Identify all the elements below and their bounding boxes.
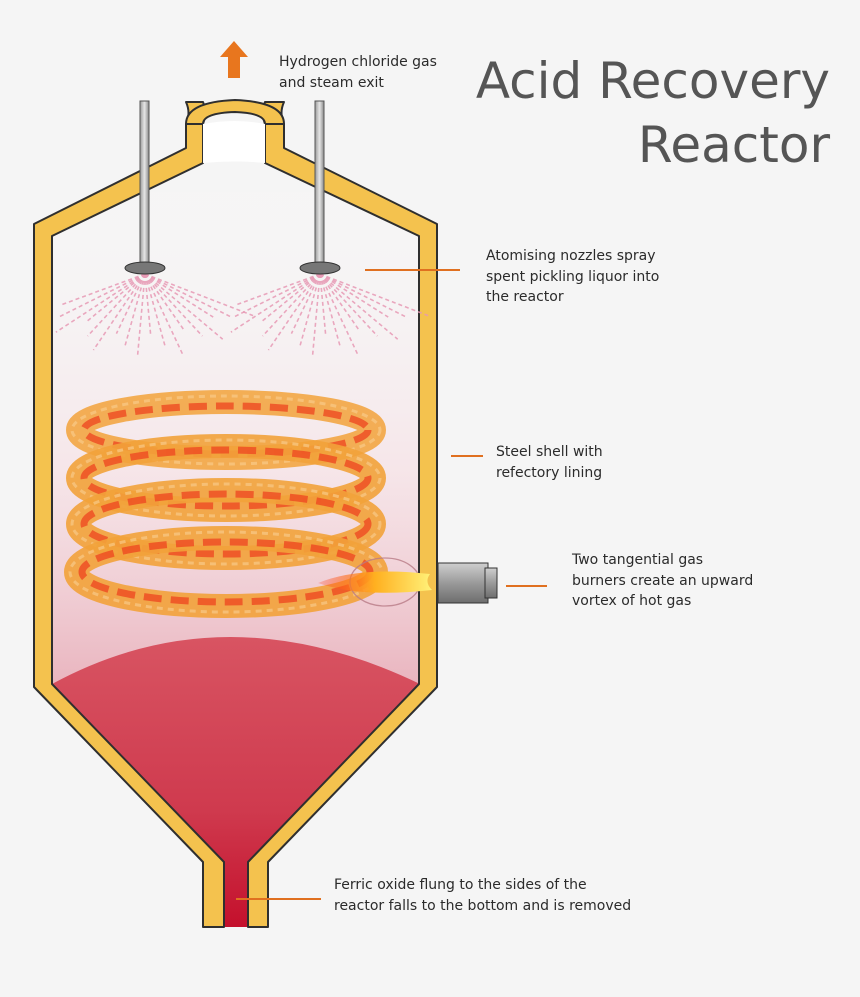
spray-droplet-stream: [319, 273, 408, 319]
spray-droplet-stream: [319, 273, 429, 317]
vortex-ring-glow: [70, 394, 382, 466]
label-ferric-oxide: Ferric oxide flung to the sides of the r…: [334, 875, 631, 916]
spray-droplet-stream: [62, 273, 146, 306]
vortex-ring-glow: [70, 438, 382, 518]
label-ferric-oxide-line: reactor falls to the bottom and is remov…: [334, 897, 632, 914]
burner-flame: [318, 571, 432, 593]
vortex-ring-inner: [80, 446, 372, 510]
spray-droplet-stream: [124, 273, 146, 347]
spray-droplet-stream: [237, 273, 321, 306]
ferric-oxide-liquid: [52, 637, 420, 927]
spray-droplet-stream: [299, 273, 321, 347]
label-steel-shell-line: refectory lining: [496, 464, 603, 481]
spray-droplet-stream: [87, 273, 146, 337]
label-ferric-oxide-line: Ferric oxide flung to the sides of the: [334, 877, 587, 893]
diagram-title-line-2: Reactor: [637, 116, 830, 174]
spray-droplet-stream: [230, 273, 321, 333]
spray-droplet-stream: [144, 273, 184, 355]
spray-droplet-stream: [144, 273, 166, 347]
label-atomising-nozzles-line: the reactor: [486, 289, 564, 305]
vortex-ring-inner: [80, 490, 372, 558]
spray-droplet-stream: [144, 273, 186, 332]
exit-throat: [203, 121, 265, 163]
spray-droplet-stream: [55, 273, 146, 333]
spray-droplet-stream: [262, 273, 321, 337]
vortex-ring-glow: [70, 482, 382, 566]
nozzle-pipe-right: [314, 100, 325, 266]
exit-arrow-icon: [220, 41, 248, 78]
spray-droplet-stream: [319, 273, 378, 337]
spray-droplet-stream: [144, 273, 203, 337]
vortex-ring-outer: [66, 478, 386, 570]
label-gas-burners-line: vortex of hot gas: [572, 593, 692, 609]
label-atomising-nozzles: Atomising nozzles spray spent pickling l…: [486, 246, 659, 308]
spray-droplet-stream: [267, 273, 321, 351]
gas-burner-cap: [484, 567, 498, 599]
label-steel-shell-line: Steel shell with: [496, 444, 603, 460]
label-atomising-nozzles-line: Atomising nozzles spray: [486, 248, 656, 264]
label-atomising-nozzles-line: spent pickling liquor into: [486, 268, 660, 285]
spray-droplet-stream: [319, 273, 359, 355]
spray-droplet-stream: [85, 273, 146, 324]
spray-droplet-stream: [144, 273, 224, 340]
gas-burner-body: [437, 562, 489, 604]
label-gas-exit-line: and steam exit: [279, 74, 384, 91]
label-gas-burners-line: Two tangential gas: [572, 552, 704, 568]
nozzle-pipe-left: [139, 100, 150, 266]
label-gas-exit: Hydrogen chloride gas and steam exit: [279, 52, 437, 93]
label-steel-shell: Steel shell with refectory lining: [496, 442, 603, 483]
label-gas-burners: Two tangential gas burners create an upw…: [572, 550, 753, 612]
diagram-title-line-1: Acid Recovery: [475, 52, 830, 110]
spray-droplet-stream: [92, 273, 146, 351]
hot-gas-vortex: [64, 390, 388, 618]
label-gas-burners-line: burners create an upward: [572, 572, 754, 589]
spray-droplet-stream: [260, 273, 321, 324]
spray-cone-right: [230, 273, 429, 358]
gas-exit-dome: [185, 99, 285, 125]
spray-droplet-stream: [57, 273, 146, 319]
label-gas-exit-line: Hydrogen chloride gas: [279, 54, 437, 70]
spray-droplet-stream: [232, 273, 321, 319]
spray-droplet-stream: [319, 273, 327, 337]
spray-droplet-stream: [319, 273, 399, 340]
spray-droplet-stream: [319, 273, 361, 332]
spray-droplet-stream: [144, 273, 254, 317]
spray-droplet-stream: [319, 273, 341, 347]
nozzle-head-right: [299, 261, 341, 275]
vortex-ring-outer: [66, 434, 386, 522]
spray-cone-left: [55, 273, 254, 358]
vortex-ring-inner: [78, 538, 374, 606]
nozzle-head-left: [124, 261, 166, 275]
spray-droplet-stream: [144, 273, 233, 319]
spray-droplet-stream: [144, 273, 152, 337]
